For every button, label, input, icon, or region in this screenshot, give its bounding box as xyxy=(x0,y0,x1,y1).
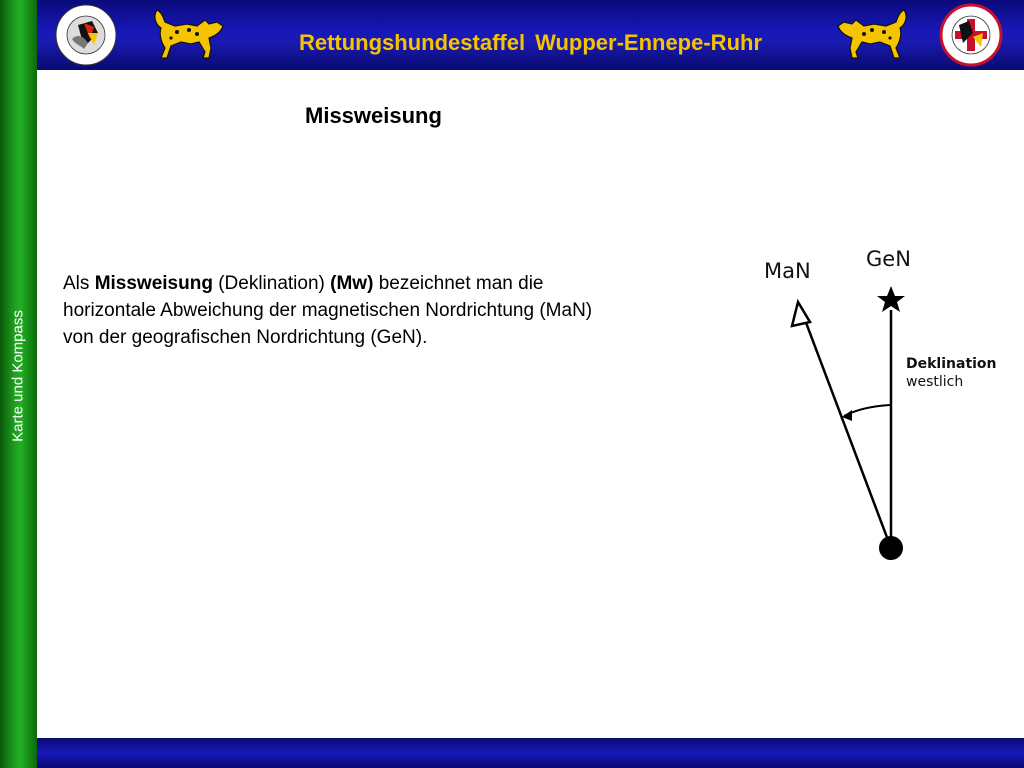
paragraph-bold-abbrev: (Mw) xyxy=(330,273,374,294)
arc-arrowhead-icon xyxy=(842,410,852,421)
declination-diagram: MaN GeN Deklination westlich xyxy=(764,247,997,560)
paragraph-bold-term: Missweisung xyxy=(94,273,213,294)
dog-silhouette-icon xyxy=(837,9,907,59)
slide-paragraph: Als Missweisung (Deklination) (Mw) bezei… xyxy=(63,270,623,351)
header-title-part2: Wupper-Ennepe-Ruhr xyxy=(535,30,763,55)
sidebar: Karte und Kompass xyxy=(0,0,37,768)
verein-seal-logo xyxy=(939,3,1003,67)
gen-label: GeN xyxy=(866,247,911,271)
man-arrowhead-icon xyxy=(790,298,812,328)
header-title-part1: Rettungshundestaffel xyxy=(298,30,526,55)
man-label: MaN xyxy=(764,259,811,283)
staffel-seal-logo xyxy=(55,4,117,66)
man-line xyxy=(800,311,893,549)
sidebar-label: Karte und Kompass xyxy=(9,310,27,442)
westlich-label: westlich xyxy=(906,374,963,390)
footer-bar xyxy=(37,738,1024,768)
header-title: Rettungshundestaffel Wupper-Ennepe-Ruhr xyxy=(37,0,1024,86)
paragraph-text: Als xyxy=(63,273,95,294)
paragraph-text: bezeichnet man die horizontale Abweichun… xyxy=(63,273,593,348)
deklination-label: Deklination xyxy=(906,356,997,372)
slide-title: Missweisung xyxy=(305,103,442,128)
paragraph-text: (Deklination) xyxy=(212,273,331,294)
star-icon xyxy=(877,286,905,312)
header-bar: Rettungshundestaffel Wupper-Ennepe-Ruhr xyxy=(37,0,1024,70)
dog-silhouette-icon xyxy=(154,9,224,59)
origin-dot xyxy=(879,536,903,560)
